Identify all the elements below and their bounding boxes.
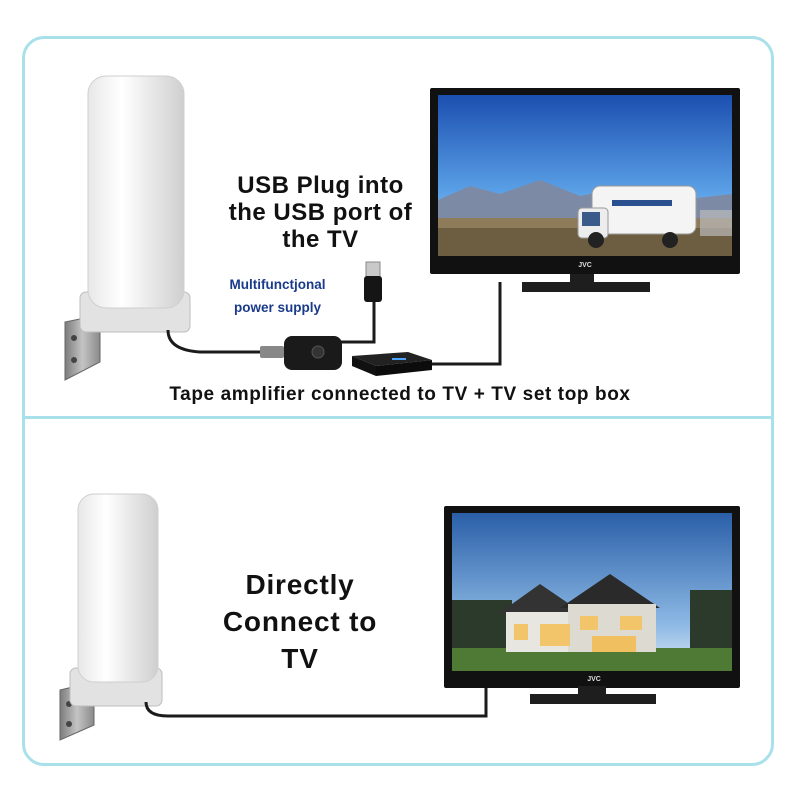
bottom-cable (144, 688, 488, 718)
direct-line-1: Directly (245, 569, 355, 600)
usb-plug (364, 261, 382, 302)
top-cables (166, 282, 502, 366)
power-supply-line-2: power supply (233, 300, 321, 315)
direct-connect-caption: Directly Connect to TV (170, 566, 430, 677)
usb-caption-line-3: the TV (282, 226, 359, 253)
tv-bottom-brand: JVC (587, 676, 601, 683)
top-panel-caption: Tape amplifier connected to TV + TV set … (169, 384, 631, 405)
usb-caption: USB Plug into the USB port of the TV (198, 172, 443, 253)
coax-connector (260, 346, 284, 358)
power-supply-label: Multifunctjonal power supply (200, 273, 355, 319)
usb-caption-line-1: USB Plug into (237, 172, 404, 199)
power-supply-line-1: Multifunctjonal (229, 277, 326, 292)
rv-image (577, 185, 697, 248)
panel-frame (22, 36, 774, 766)
tv-top-brand: JVC (578, 262, 592, 269)
tv-bottom (444, 506, 740, 704)
usb-caption-line-2: the USB port of (228, 199, 413, 226)
antenna-bottom (59, 493, 163, 741)
house-image (498, 574, 660, 652)
direct-line-3: TV (281, 643, 319, 674)
panel-divider (22, 416, 774, 419)
set-top-box (352, 352, 432, 376)
tv-top (430, 88, 740, 292)
antenna-top (64, 75, 191, 381)
direct-line-2: Connect to (222, 606, 378, 637)
